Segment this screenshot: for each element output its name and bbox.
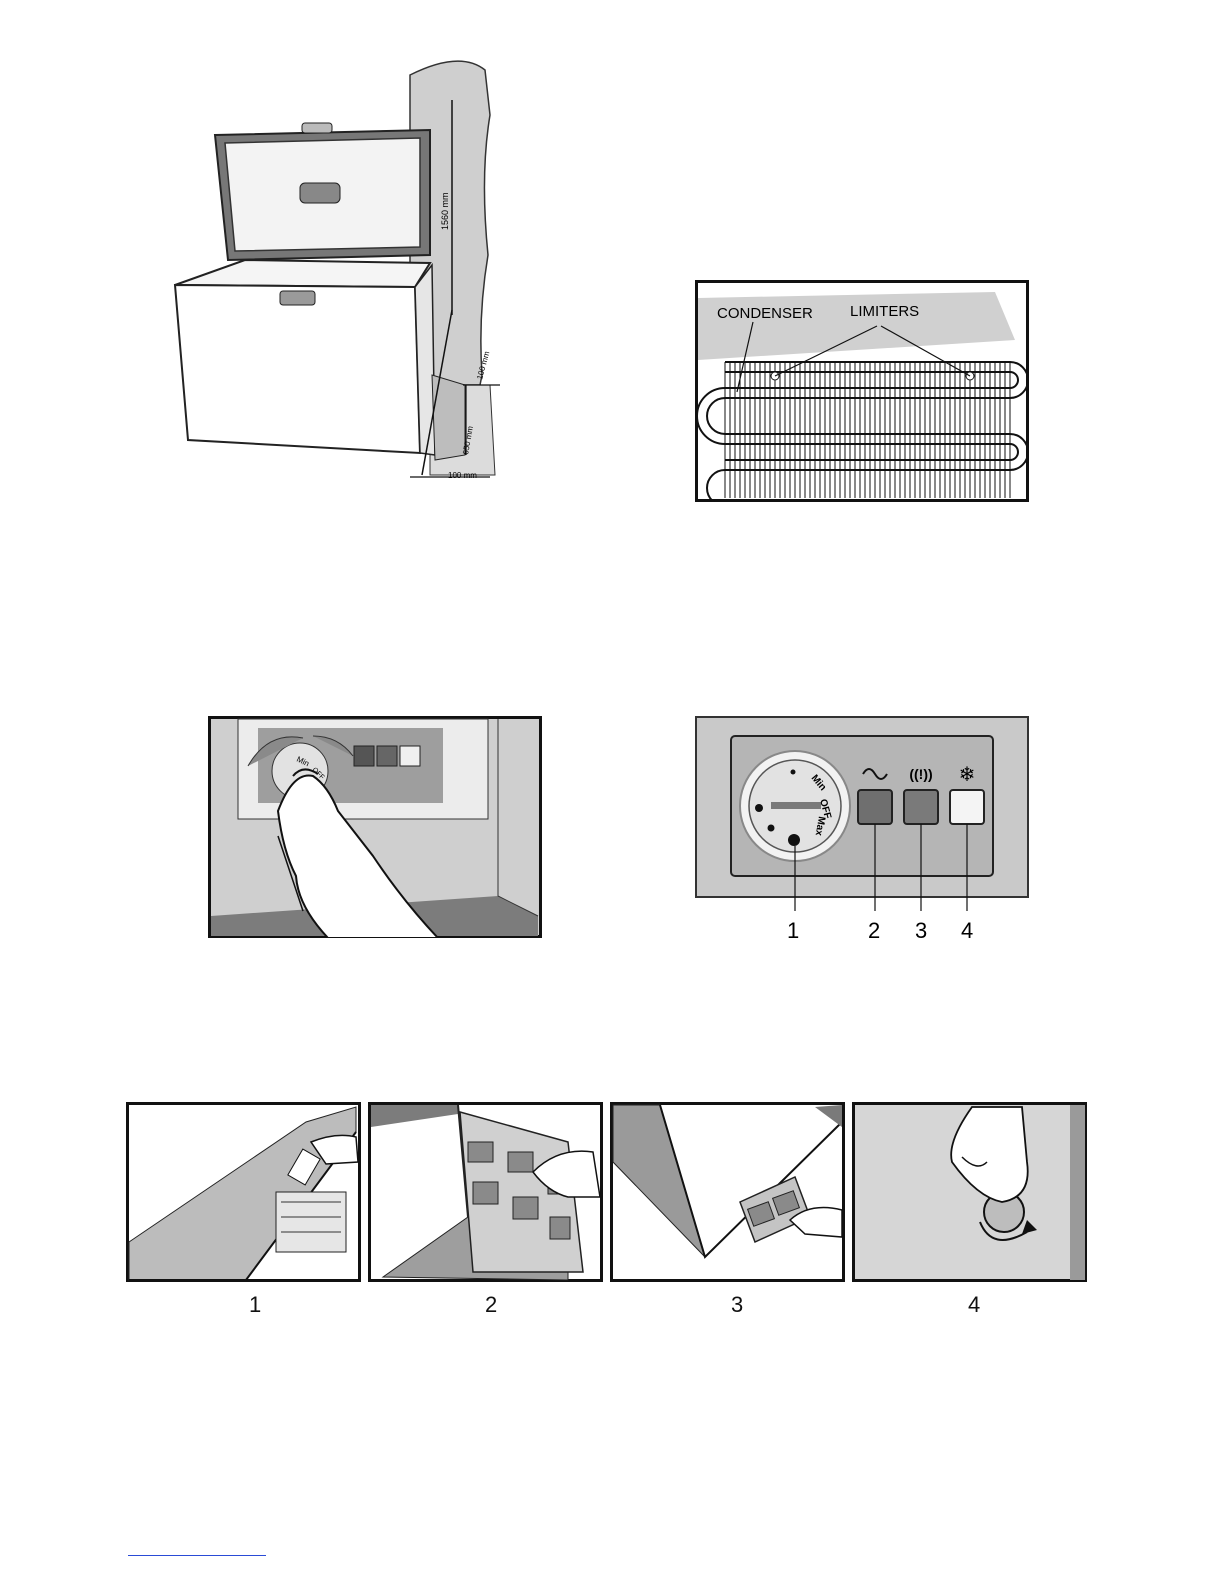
- step-label-3: 3: [731, 1292, 743, 1318]
- step-label-2: 2: [485, 1292, 497, 1318]
- callout-1: 1: [787, 918, 799, 941]
- alarm-indicator: [904, 790, 938, 824]
- step-1-panel: [126, 1102, 361, 1282]
- condenser-figure: CONDENSER LIMITERS: [695, 280, 1029, 502]
- dim-height-label: 1560 mm: [440, 192, 450, 230]
- superfreeze-button[interactable]: [950, 790, 984, 824]
- condenser-label: CONDENSER: [717, 305, 813, 322]
- step-3-panel: [610, 1102, 845, 1282]
- dim-side-clearance-label: 100 mm: [448, 471, 477, 480]
- callout-4: 4: [961, 918, 973, 941]
- power-indicator: [858, 790, 892, 824]
- callout-3: 3: [915, 918, 927, 941]
- alarm-icon: ((!)): [909, 766, 932, 782]
- freezer-installation-figure: 1560 mm 100 mm 650 mm 100 mm: [160, 55, 500, 490]
- step-label-4: 4: [968, 1292, 980, 1318]
- step-2-panel: [368, 1102, 603, 1282]
- step-label-1: 1: [249, 1292, 261, 1318]
- snowflake-icon: ❄: [959, 764, 976, 786]
- hand-turning-dial-figure: Min OFF: [208, 716, 542, 938]
- limiters-label: LIMITERS: [850, 303, 919, 320]
- control-panel-figure: Min OFF Max ((!)) ❄ 1 2 3 4: [695, 716, 1029, 941]
- footer-rule: [128, 1555, 266, 1556]
- step-4-panel: [852, 1102, 1087, 1282]
- callout-2: 2: [868, 918, 880, 941]
